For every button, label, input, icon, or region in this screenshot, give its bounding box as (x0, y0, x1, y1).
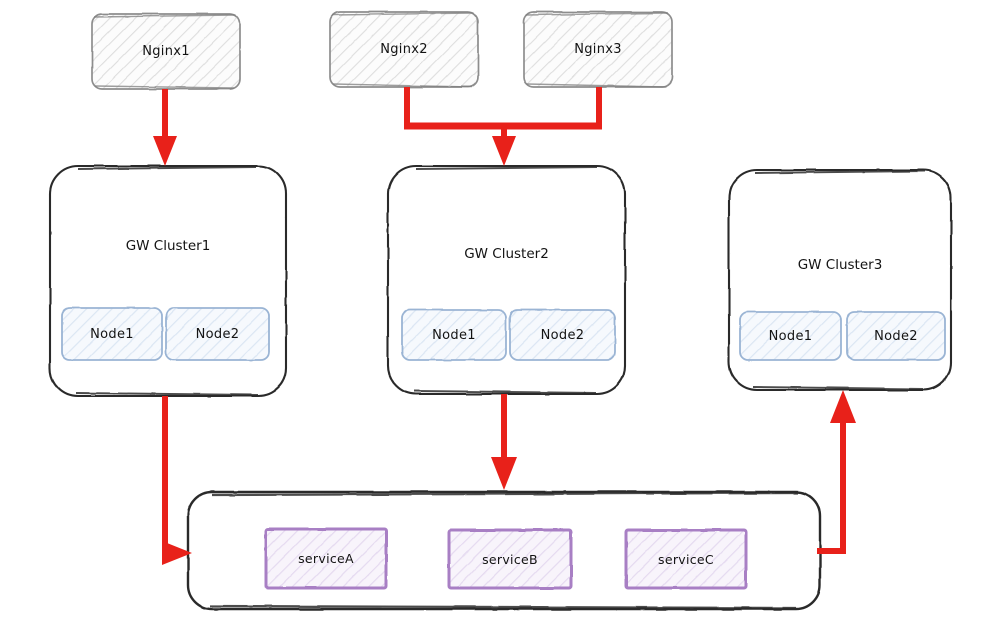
arrow-merge-to-cluster2 (404, 122, 602, 166)
cluster3-title: GW Cluster3 (797, 257, 883, 273)
cluster3-node1-label: Node1 (768, 328, 813, 344)
cluster1-box[interactable]: GW Cluster1 (50, 166, 286, 396)
cluster2-box[interactable]: GW Cluster2 (388, 166, 625, 394)
cluster1-node1[interactable]: Node1 (62, 308, 162, 360)
cluster1-title: GW Cluster1 (125, 238, 211, 254)
nginx2-box[interactable]: Nginx2 (330, 12, 478, 87)
arrow-services-to-cluster3 (817, 390, 856, 554)
cluster2-node2-label: Node2 (540, 327, 585, 343)
arrow-cluster2-to-services (491, 394, 517, 490)
arrow-nginx1-to-cluster1 (153, 89, 177, 166)
cluster3-node2[interactable]: Node2 (847, 312, 945, 360)
nginx1-label: Nginx1 (142, 44, 190, 59)
nginx1-box[interactable]: Nginx1 (92, 14, 240, 89)
serviceA-box[interactable]: serviceA (266, 529, 386, 588)
cluster3-node1[interactable]: Node1 (740, 312, 841, 360)
serviceC-label: serviceC (658, 551, 714, 567)
cluster3-node2-label: Node2 (874, 328, 918, 344)
serviceC-box[interactable]: serviceC (626, 530, 746, 588)
nginx3-label: Nginx3 (574, 42, 622, 57)
cluster2-title: GW Cluster2 (464, 246, 549, 262)
cluster1-node2-label: Node2 (195, 326, 240, 342)
serviceB-label: serviceB (482, 551, 538, 567)
serviceA-label: serviceA (298, 551, 354, 566)
serviceB-box[interactable]: serviceB (449, 530, 571, 588)
cluster2-node2[interactable]: Node2 (510, 310, 615, 360)
cluster2-node1-label: Node1 (432, 327, 476, 343)
cluster1-node2[interactable]: Node2 (166, 308, 269, 360)
nginx3-box[interactable]: Nginx3 (524, 12, 672, 87)
nginx2-label: Nginx2 (380, 42, 428, 57)
cluster3-box[interactable]: GW Cluster3 (729, 170, 951, 390)
cluster2-node1[interactable]: Node1 (402, 310, 506, 360)
cluster1-node1-label: Node1 (90, 326, 134, 342)
